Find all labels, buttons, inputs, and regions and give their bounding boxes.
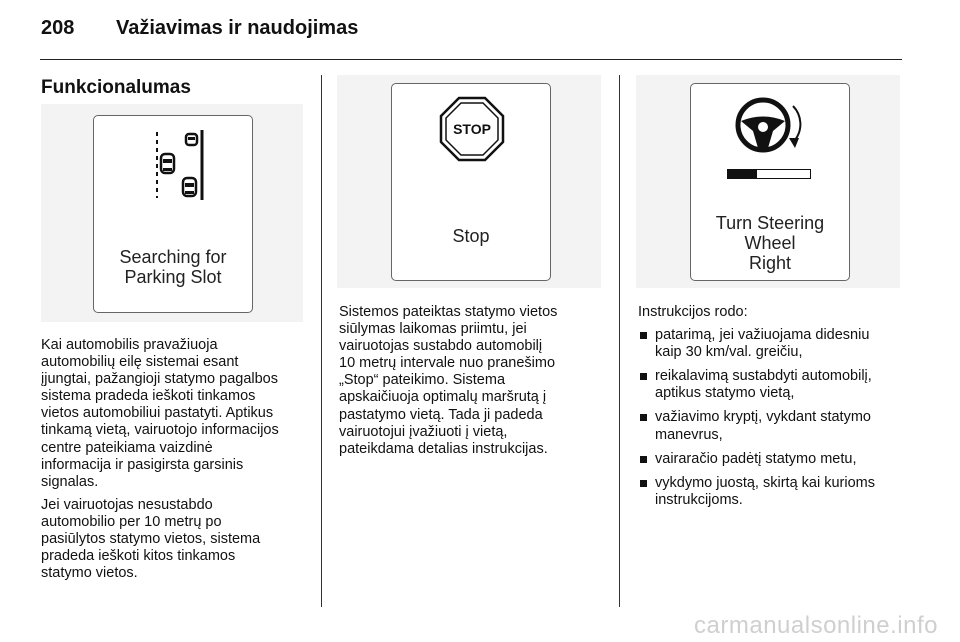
parking-search-display: Searching for Parking Slot [93,115,253,313]
page-header: 208 Važiavimas ir naudojimas [0,0,960,60]
list-item: vairaračio padėtį statymo metu, [638,451,908,468]
column1-paragraph2: Jei vairuotojas nesustabdo automobilio p… [41,496,261,582]
list-intro: Instrukcijos rodo: [638,304,748,320]
list-item: reikalavimą sustabdyti automobilį,aptiku… [638,368,908,402]
own-car-icon [159,152,176,175]
watermark: carmanualsonline.info [694,612,938,639]
parked-car-icon-bottom [181,176,198,198]
steering-line1: Turn Steering [715,213,825,233]
column2-paragraph: Sistemos pateiktas statymo vietos siūlym… [339,304,558,457]
stop-label: Stop [452,226,490,246]
parking-search-line1: Searching for [119,247,227,267]
stop-sign-icon: STOP [439,96,505,162]
progress-bar-fill [728,170,757,178]
steering-display: Turn Steering Wheel Right [690,83,850,281]
page-title: Važiavimas ir naudojimas [116,17,359,39]
column2-text: Sistemos pateiktas statymo vietos siūlym… [339,304,609,464]
column1-text: Kai automobilis pravažiuoja automobilių … [41,337,311,588]
parking-search-line2: Parking Slot [124,267,222,287]
steering-wheel-icon [735,97,802,153]
stop-sign-text: STOP [453,121,491,137]
instruction-progress-bar [727,169,811,179]
steering-line2: Wheel [744,233,796,253]
parked-car-icon-top [184,132,199,147]
parking-lanes-icon [156,130,204,200]
steering-line3: Right [748,253,792,273]
header-rule [40,59,902,60]
section-heading: Funkcionalumas [41,77,191,98]
column-divider-2 [619,75,620,607]
stop-display: STOP Stop [391,83,551,281]
turn-right-arrow-icon [789,138,799,148]
page-number: 208 [41,17,75,39]
column3-text: Instrukcijos rodo: patarimą, jei važiuoj… [638,304,908,516]
column-divider-1 [321,75,322,607]
column1-paragraph1: Kai automobilis pravažiuoja automobilių … [41,337,279,490]
